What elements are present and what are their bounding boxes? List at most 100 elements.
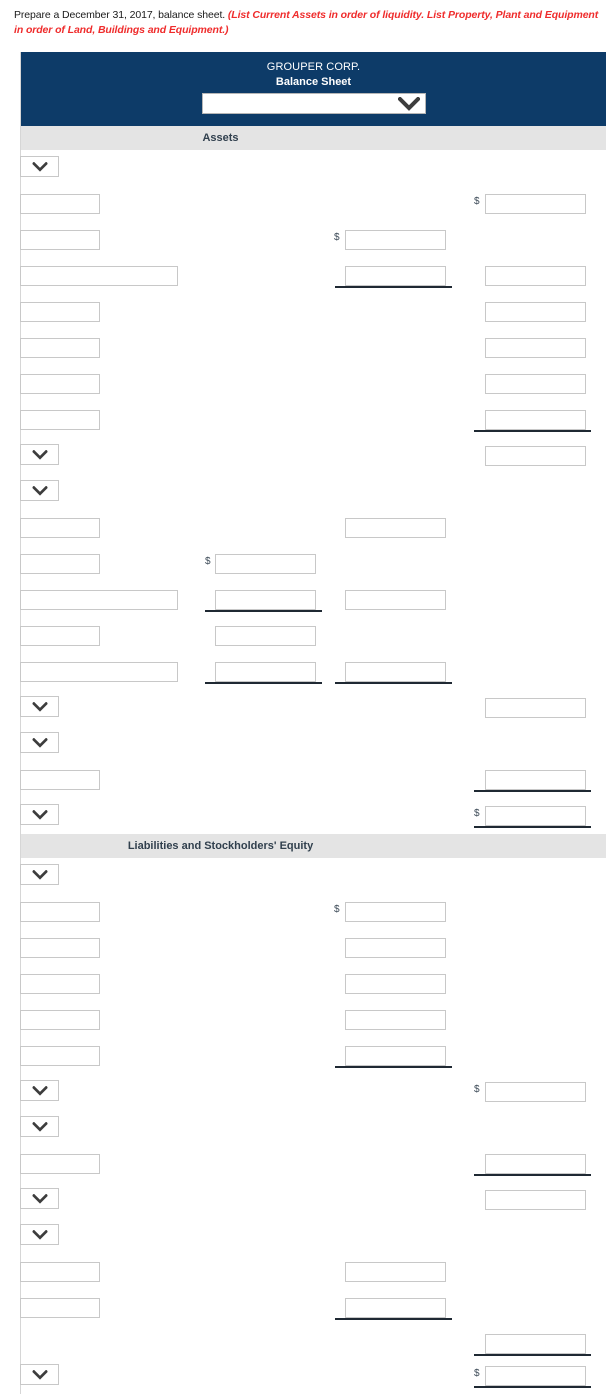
account-picker-assets-8[interactable] <box>20 444 59 465</box>
account-picker-assets-0[interactable] <box>20 156 59 177</box>
account-label-input-liab-3[interactable] <box>20 974 100 994</box>
worksheet-row <box>20 762 606 798</box>
statement-title: Balance Sheet <box>275 76 352 88</box>
worksheet-row <box>20 930 606 966</box>
account-picker-liab-0[interactable] <box>20 864 59 885</box>
amount-input-assets-3-c3[interactable] <box>485 266 586 286</box>
account-label-input-assets-11[interactable] <box>20 554 100 574</box>
amount-input-liab-9-c3[interactable] <box>485 1190 586 1210</box>
account-label-input-liab-11[interactable] <box>20 1262 100 1282</box>
worksheet-row <box>20 654 606 690</box>
account-label-input-assets-12[interactable] <box>20 590 178 610</box>
amount-input-liab-5-c2[interactable] <box>345 1046 446 1066</box>
amount-input-assets-4-c3[interactable] <box>485 302 586 322</box>
amount-input-assets-8-c3[interactable] <box>485 446 586 466</box>
worksheet-row <box>20 438 606 474</box>
amount-input-liab-4-c2[interactable] <box>345 1010 446 1030</box>
account-label-input-assets-7[interactable] <box>20 410 100 430</box>
amount-input-liab-12-c2[interactable] <box>345 1298 446 1318</box>
account-label-input-assets-1[interactable] <box>20 194 100 214</box>
account-label-input-liab-1[interactable] <box>20 902 100 922</box>
amount-input-liab-8-c3[interactable] <box>485 1154 586 1174</box>
amount-input-assets-15-c3[interactable] <box>485 698 586 718</box>
account-picker-assets-16[interactable] <box>20 732 59 753</box>
account-picker-liab-10[interactable] <box>20 1224 59 1245</box>
account-label-input-assets-17[interactable] <box>20 770 100 790</box>
account-label-input-assets-10[interactable] <box>20 518 100 538</box>
section-header-liabilities-equity: Liabilities and Stockholders' Equity <box>21 834 606 858</box>
chevron-down-icon <box>31 161 48 172</box>
account-label-input-liab-8[interactable] <box>20 1154 100 1174</box>
subtotal-rule <box>335 682 452 684</box>
account-picker-assets-18[interactable] <box>20 804 59 825</box>
company-name: GROUPER CORP. <box>266 61 361 73</box>
worksheet-row <box>20 966 606 1002</box>
account-label-input-liab-4[interactable] <box>20 1010 100 1030</box>
account-picker-liab-6[interactable] <box>20 1080 59 1101</box>
amount-input-assets-14-c2[interactable] <box>345 662 446 682</box>
account-label-input-liab-2[interactable] <box>20 938 100 958</box>
amount-input-assets-2-c2[interactable] <box>345 230 446 250</box>
account-label-input-assets-6[interactable] <box>20 374 100 394</box>
amount-input-liab-3-c2[interactable] <box>345 974 446 994</box>
account-label-input-assets-5[interactable] <box>20 338 100 358</box>
chevron-down-icon <box>31 701 48 712</box>
account-picker-liab-7[interactable] <box>20 1116 59 1137</box>
currency-symbol: $ <box>474 808 480 819</box>
chevron-down-icon <box>31 809 48 820</box>
account-label-input-liab-5[interactable] <box>20 1046 100 1066</box>
subtotal-rule <box>335 1318 452 1320</box>
amount-input-assets-18-c3[interactable] <box>485 806 586 826</box>
amount-input-liab-1-c2[interactable] <box>345 902 446 922</box>
account-label-input-liab-12[interactable] <box>20 1298 100 1318</box>
account-label-input-assets-3[interactable] <box>20 266 178 286</box>
amount-input-liab-11-c2[interactable] <box>345 1262 446 1282</box>
currency-symbol: $ <box>205 556 211 567</box>
subtotal-rule <box>205 610 322 612</box>
account-picker-liab-9[interactable] <box>20 1188 59 1209</box>
amount-input-assets-12-c2[interactable] <box>345 590 446 610</box>
amount-input-assets-13-c1[interactable] <box>215 626 316 646</box>
chevron-down-icon <box>31 1229 48 1240</box>
subtotal-rule <box>474 790 591 792</box>
chevron-down-icon <box>31 1121 48 1132</box>
amount-input-assets-5-c3[interactable] <box>485 338 586 358</box>
chevron-down-icon <box>31 485 48 496</box>
amount-input-assets-12-c1[interactable] <box>215 590 316 610</box>
worksheet-row <box>20 1110 606 1146</box>
worksheet-row <box>20 1218 606 1254</box>
amount-input-liab-6-c3[interactable] <box>485 1082 586 1102</box>
amount-input-assets-6-c3[interactable] <box>485 374 586 394</box>
account-label-input-assets-2[interactable] <box>20 230 100 250</box>
account-label-input-assets-14[interactable] <box>20 662 178 682</box>
account-picker-assets-9[interactable] <box>20 480 59 501</box>
amount-input-liab-2-c2[interactable] <box>345 938 446 958</box>
account-picker-liab-14[interactable] <box>20 1364 59 1385</box>
amount-input-assets-3-c2[interactable] <box>345 266 446 286</box>
worksheet-row <box>21 1326 606 1358</box>
amount-input-liab-13-c3[interactable] <box>485 1334 586 1354</box>
worksheet-row <box>20 726 606 762</box>
amount-input-assets-1-c3[interactable] <box>485 194 586 214</box>
amount-input-assets-17-c3[interactable] <box>485 770 586 790</box>
subtotal-rule <box>474 1354 591 1356</box>
amount-input-assets-7-c3[interactable] <box>485 410 586 430</box>
worksheet-row: $ <box>20 894 606 930</box>
worksheet-row <box>20 858 606 894</box>
worksheet-row <box>20 1146 606 1182</box>
worksheet-row <box>20 1254 606 1290</box>
chevron-down-icon <box>31 1085 48 1096</box>
amount-input-assets-14-c1[interactable] <box>215 662 316 682</box>
subtotal-rule <box>474 1174 591 1176</box>
worksheet-row <box>20 258 606 294</box>
account-picker-assets-15[interactable] <box>20 696 59 717</box>
account-label-input-assets-4[interactable] <box>20 302 100 322</box>
subtotal-rule <box>335 286 452 288</box>
amount-input-liab-14-c3[interactable] <box>485 1366 586 1386</box>
worksheet-row: $ <box>20 546 606 582</box>
account-label-input-assets-13[interactable] <box>20 626 100 646</box>
currency-symbol: $ <box>474 1084 480 1095</box>
period-select[interactable] <box>201 93 426 114</box>
amount-input-assets-11-c1[interactable] <box>215 554 316 574</box>
amount-input-assets-10-c2[interactable] <box>345 518 446 538</box>
